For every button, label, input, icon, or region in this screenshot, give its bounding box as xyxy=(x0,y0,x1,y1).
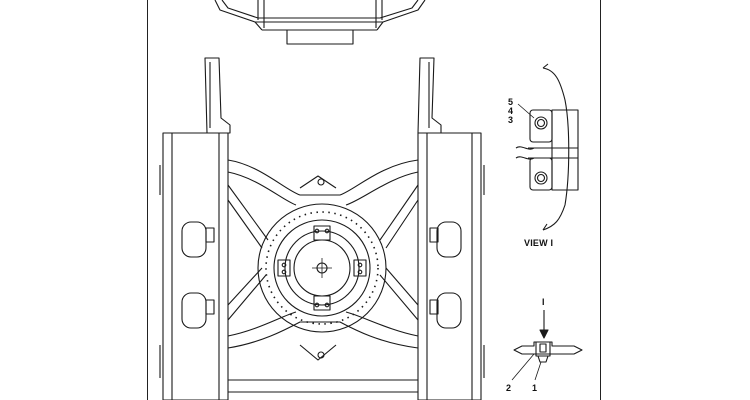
left-column xyxy=(159,57,231,400)
top-bracket-part xyxy=(214,0,426,45)
section-i-detail xyxy=(511,310,583,381)
cross-frame xyxy=(227,159,419,393)
sheet-border-right xyxy=(600,0,601,400)
callout-1: 1 xyxy=(532,383,538,393)
right-column xyxy=(417,57,485,400)
callout-3: 3 xyxy=(508,115,514,125)
slewing-ring xyxy=(257,203,387,333)
callout-2: 2 xyxy=(506,383,512,393)
view-i-title: VIEW I xyxy=(524,238,554,248)
sheet-border-left xyxy=(147,0,148,400)
callout-4: 4 xyxy=(508,106,514,116)
view-i-detail xyxy=(515,63,579,231)
view-marker-i: I xyxy=(542,297,545,307)
callout-5: 5 xyxy=(508,97,514,107)
